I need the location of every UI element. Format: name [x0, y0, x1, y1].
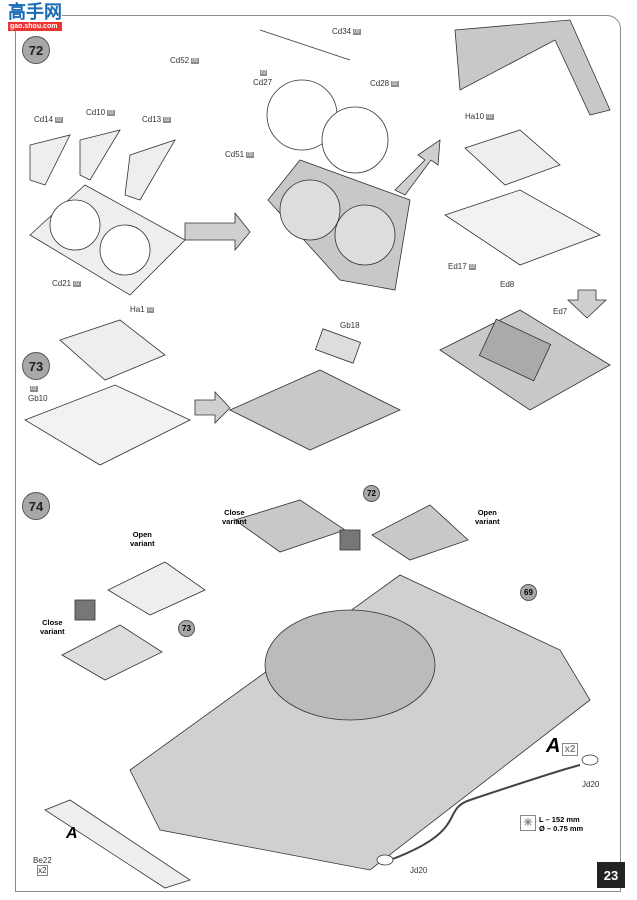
panel-cd13 — [124, 139, 176, 201]
page-number: 23 — [597, 862, 625, 888]
swap-icon-vertical — [74, 599, 96, 621]
label-ed7: Ed7 — [553, 307, 568, 316]
plate-open — [107, 561, 206, 616]
swap-icon-horizontal — [339, 529, 361, 551]
deck-ed17 — [444, 189, 601, 266]
arrow-right-2 — [194, 390, 231, 424]
track-links — [44, 799, 191, 889]
assembled-grille — [478, 318, 552, 382]
tow-cable — [389, 764, 581, 861]
arrow-right-1 — [184, 211, 251, 252]
label-open-variant-left: Open variant — [130, 530, 155, 548]
panel-cd10 — [79, 129, 121, 181]
track-a-label: A — [66, 825, 78, 842]
housing-fan-right — [334, 204, 396, 266]
engine-deck-close — [234, 499, 346, 553]
panel-cd14 — [29, 134, 71, 186]
label-jd20-left: Jd20 — [410, 866, 428, 875]
plate-assembled — [229, 369, 401, 451]
label-jd20-right: Jd20 — [582, 780, 600, 789]
label-gb18: Gb18 — [340, 321, 360, 330]
hull — [129, 574, 591, 871]
arrow-down — [566, 289, 608, 319]
grille-ha1 — [59, 319, 166, 381]
fan-left — [49, 199, 101, 251]
plate-close — [61, 624, 163, 681]
housing-fan-left — [279, 179, 341, 241]
radiator-frame — [454, 19, 611, 116]
label-close-variant-left: Close variant — [40, 618, 65, 636]
ref-step-69: 69 — [520, 584, 537, 601]
page-frame — [15, 15, 621, 892]
label-close-variant-top: Close variant — [222, 508, 247, 526]
step-72-badge: 72 — [22, 36, 50, 64]
cable-eye-right — [581, 754, 599, 766]
cable-eye-left — [376, 854, 394, 866]
wire-icon: ✳ — [520, 815, 536, 831]
ref-step-72: 72 — [363, 485, 380, 502]
engine-deck-open — [371, 504, 469, 561]
step-73-badge: 73 — [22, 352, 50, 380]
part-gb18 — [314, 328, 362, 364]
plate-gb10 — [24, 384, 191, 466]
label-ed8: Ed8 — [500, 280, 515, 289]
fan-right — [99, 224, 151, 276]
grille-ha10 — [464, 129, 561, 186]
ref-step-73: 73 — [178, 620, 195, 637]
shaft — [259, 29, 351, 61]
turret-ring — [264, 609, 436, 721]
step-74-badge: 74 — [22, 492, 50, 520]
label-open-variant-top: Open variant — [475, 508, 500, 526]
fan-cd28 — [321, 106, 389, 174]
arrow-diag — [394, 139, 441, 196]
